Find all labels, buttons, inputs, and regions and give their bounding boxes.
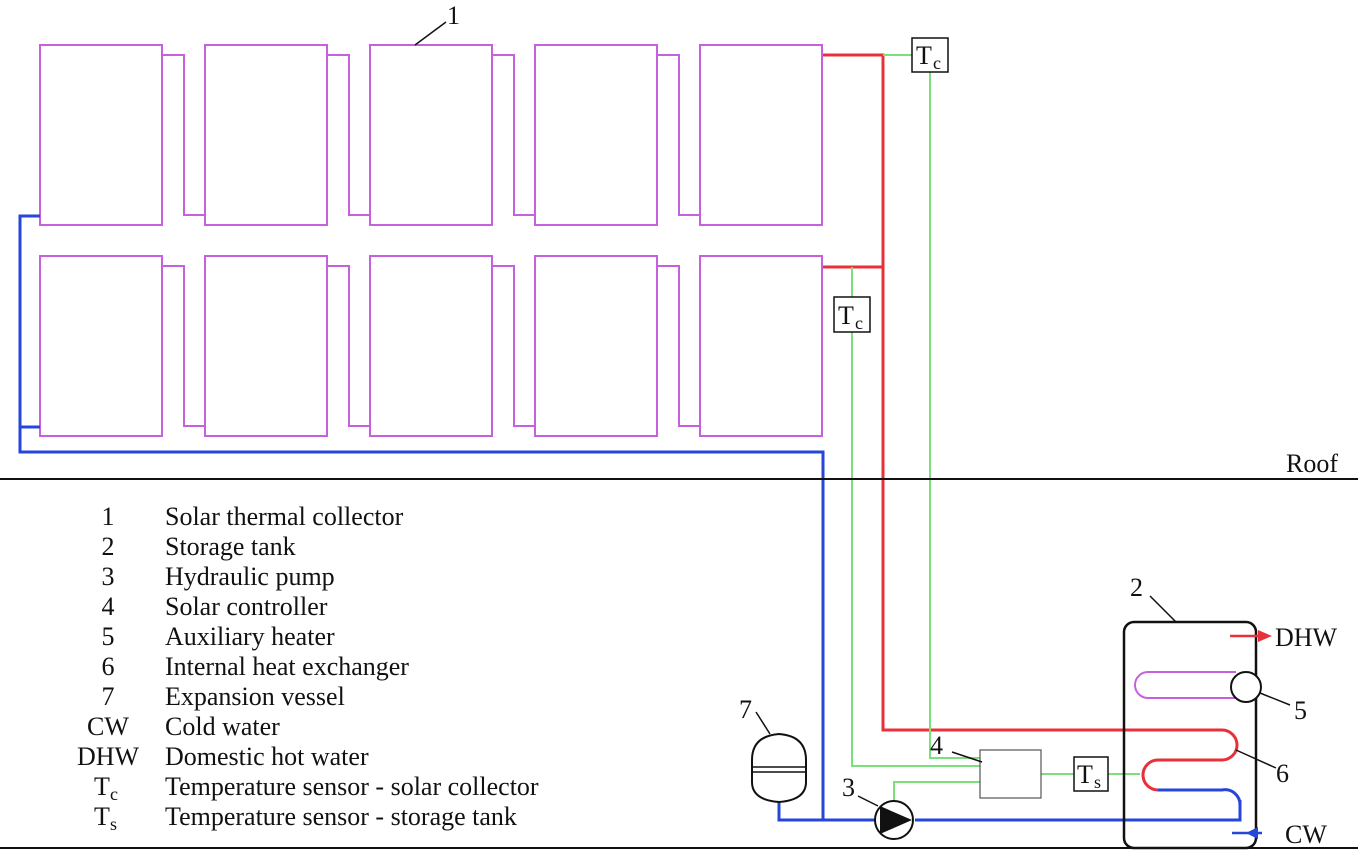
- legend-key: 1: [102, 502, 115, 531]
- legend-key: CW: [87, 712, 129, 741]
- collector-link-pipe: [492, 54, 535, 216]
- collector-interconnects: [162, 54, 700, 427]
- ts-base: T: [1077, 760, 1093, 789]
- aux-heater-leader-line: [1259, 692, 1291, 706]
- legend-key-subscript: s: [110, 814, 117, 834]
- heat-exchanger-ref-label: 6: [1276, 759, 1289, 788]
- auxiliary-heater-symbol: [1230, 671, 1262, 703]
- legend-description: Hydraulic pump: [165, 562, 335, 591]
- collector-panel: [39, 44, 163, 226]
- legend-key: 4: [102, 592, 115, 621]
- heat-exchanger-leader-line: [1235, 749, 1277, 769]
- collector-panel: [39, 255, 163, 437]
- collector-link-pipe: [162, 54, 205, 216]
- storage-leader-line: [1149, 595, 1177, 623]
- tc-bottom-base: T: [838, 301, 854, 330]
- legend-description: Expansion vessel: [165, 682, 345, 711]
- expansion-vessel-symbol: [751, 732, 807, 804]
- pump-ref-label: 3: [842, 773, 855, 802]
- aux-heater-ref-label: 5: [1294, 696, 1307, 725]
- collector-panel: [534, 255, 658, 437]
- roof-label: Roof: [1286, 449, 1338, 478]
- cw-inlet-arrow: [1232, 827, 1262, 839]
- collector-temperature-sensor-top: T c: [911, 37, 949, 73]
- collector-panel: [204, 44, 328, 226]
- collector-link-pipe: [162, 265, 205, 427]
- legend-description: Temperature sensor - storage tank: [165, 802, 517, 831]
- legend-key: 2: [102, 532, 115, 561]
- collector-panel: [369, 44, 493, 226]
- legend-key: 6: [102, 652, 115, 681]
- auxiliary-heater-coil: [1134, 671, 1236, 699]
- collector-panel: [699, 44, 823, 226]
- heat-exchanger-coil-cold: [1158, 788, 1242, 806]
- storage-ref-label: 2: [1130, 573, 1143, 602]
- legend-description: Internal heat exchanger: [165, 652, 409, 681]
- ts-sub: s: [1094, 772, 1101, 792]
- legend-key: 5: [102, 622, 115, 651]
- collector-link-pipe: [657, 265, 700, 427]
- legend-key: T: [94, 802, 110, 831]
- solar-controller-box: [979, 749, 1042, 799]
- legend-description: Storage tank: [165, 532, 296, 561]
- legend-key: 7: [102, 682, 115, 711]
- collector-leader-line: [414, 21, 447, 46]
- controller-to-pump-wire: [893, 781, 980, 802]
- legend-key: DHW: [77, 742, 140, 771]
- tc-bottom-sub: c: [855, 313, 863, 333]
- legend: 1 Solar thermal collector 2 Storage tank 3 Hy…: [77, 502, 539, 834]
- storage-tank: [1122, 620, 1258, 850]
- cold-pipe-pump-to-tank: [915, 800, 1242, 822]
- collector-ref-label: 1: [447, 1, 460, 30]
- storage-temperature-sensor: T s: [1073, 756, 1109, 792]
- collector-temperature-sensor-bottom: T c: [833, 296, 871, 333]
- cold-return-pipe: [18, 214, 879, 822]
- legend-key: T: [94, 772, 110, 801]
- legend-description: Auxiliary heater: [165, 622, 335, 651]
- hydraulic-pump-symbol: [874, 800, 914, 840]
- legend-description: Cold water: [165, 712, 280, 741]
- collector-link-pipe: [327, 265, 370, 427]
- controller-ref-label: 4: [930, 731, 943, 760]
- collector-link-pipe: [327, 54, 370, 216]
- collector-panel: [204, 255, 328, 437]
- cold-return-pipe-expansion: [777, 800, 823, 822]
- cw-label: CW: [1285, 820, 1327, 849]
- solar-collector-array: [39, 44, 823, 437]
- pump-leader-line: [857, 795, 879, 807]
- hot-flow-pipe: [823, 53, 1200, 732]
- collector-link-pipe: [492, 265, 535, 427]
- tc-top-sub: c: [933, 53, 941, 73]
- legend-description: Solar thermal collector: [165, 502, 404, 531]
- legend-description: Solar controller: [165, 592, 328, 621]
- collector-panel: [369, 255, 493, 437]
- heat-exchanger-coil-hot: [1141, 728, 1239, 792]
- legend-description: Domestic hot water: [165, 742, 369, 771]
- legend-key: 3: [102, 562, 115, 591]
- dhw-outlet-arrow: [1230, 630, 1272, 642]
- legend-description: Temperature sensor - solar collector: [165, 772, 539, 801]
- collector-link-pipe: [657, 54, 700, 216]
- expansion-leader-line: [755, 711, 771, 735]
- legend-key-subscript: c: [110, 784, 118, 804]
- controller-leader-line: [951, 751, 983, 763]
- tc-top-base: T: [916, 41, 932, 70]
- sensor-wire-tc-bottom-to-controller: [851, 332, 980, 767]
- dhw-label: DHW: [1275, 623, 1338, 652]
- sensor-wire-tc-top: [929, 72, 980, 759]
- collector-panel: [699, 255, 823, 437]
- expansion-ref-label: 7: [739, 695, 752, 724]
- collector-panel: [534, 44, 658, 226]
